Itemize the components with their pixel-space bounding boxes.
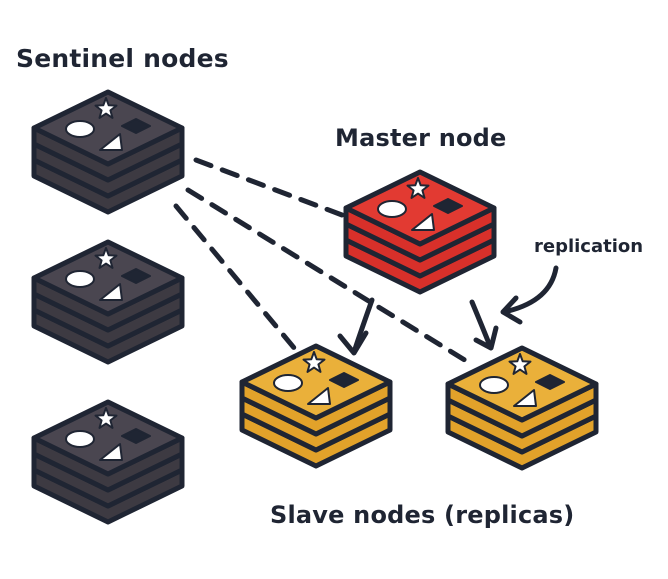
ellipse-icon <box>479 376 509 394</box>
slave-nodes-title: Slave nodes (replicas) <box>270 501 575 529</box>
star-icon <box>94 97 118 119</box>
ellipse-icon <box>65 270 95 288</box>
monitoring-links <box>173 157 471 365</box>
diamond-icon <box>535 374 565 390</box>
sentinel-node-3 <box>31 399 185 525</box>
ellipse-icon <box>65 120 95 138</box>
master-node <box>343 169 497 295</box>
star-icon <box>302 351 326 373</box>
diamond-icon <box>329 372 359 388</box>
stack-top-face <box>31 239 185 317</box>
star-icon <box>94 407 118 429</box>
slave-node-2 <box>445 345 599 471</box>
ellipse-icon <box>273 374 303 392</box>
replication-arrow-slave-2 <box>469 299 499 351</box>
stack-top-face <box>445 345 599 423</box>
replication-label: replication <box>534 236 644 257</box>
master-node-title: Master node <box>335 124 507 152</box>
monitor-link-master <box>193 157 353 221</box>
star-icon <box>94 247 118 269</box>
ellipse-icon <box>65 430 95 448</box>
triangle-icon <box>99 133 123 151</box>
monitor-link-slave-1 <box>173 203 303 358</box>
replication-label-arrow <box>500 265 559 325</box>
triangle-icon <box>307 387 331 405</box>
replication-arrow-slave-1 <box>337 297 375 356</box>
star-icon <box>508 353 532 375</box>
star-icon <box>406 177 430 199</box>
triangle-icon <box>513 389 537 407</box>
diamond-icon <box>121 428 151 444</box>
diamond-icon <box>121 268 151 284</box>
triangle-icon <box>99 283 123 301</box>
slave-node-1 <box>239 343 393 469</box>
replication-arrows <box>337 265 559 356</box>
diamond-icon <box>433 198 463 214</box>
stack-top-face <box>239 343 393 421</box>
stack-top-face <box>31 89 185 167</box>
monitor-link-slave-2 <box>185 187 471 365</box>
node-stacks <box>31 89 599 525</box>
ellipse-icon <box>377 200 407 218</box>
stack-top-face <box>343 169 497 247</box>
triangle-icon <box>99 443 123 461</box>
sentinel-node-2 <box>31 239 185 365</box>
diamond-icon <box>121 118 151 134</box>
sentinel-node-1 <box>31 89 185 215</box>
triangle-icon <box>411 213 435 231</box>
stack-top-face <box>31 399 185 477</box>
sentinel-nodes-title: Sentinel nodes <box>16 44 229 73</box>
